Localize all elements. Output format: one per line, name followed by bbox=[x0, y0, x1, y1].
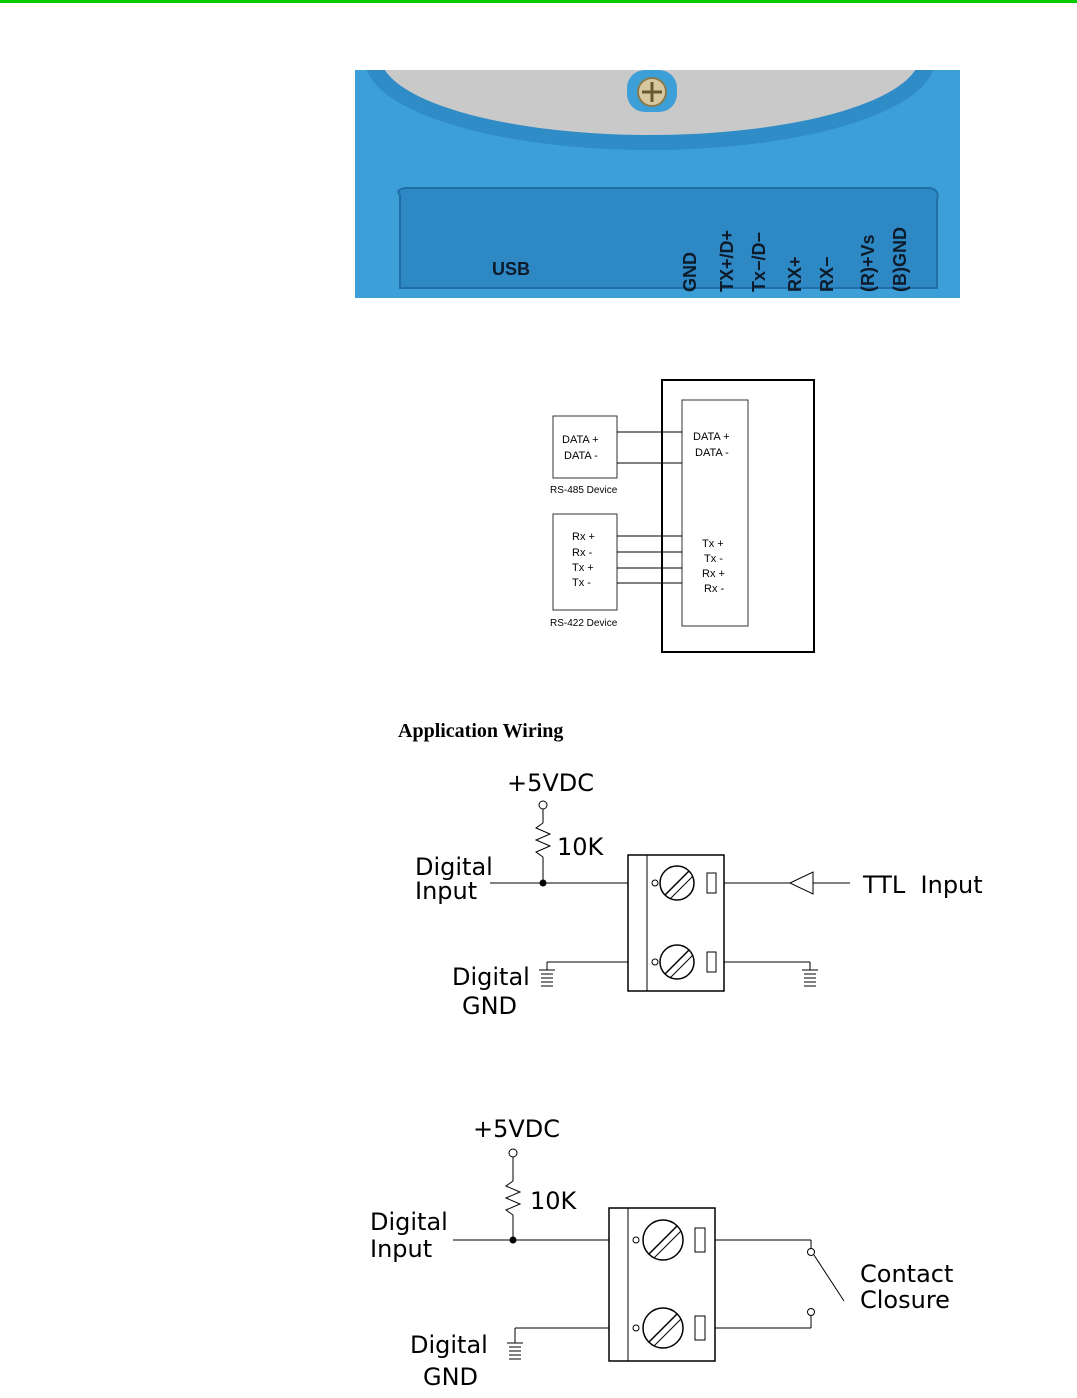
switch-contact-top bbox=[808, 1249, 815, 1256]
rs422-caption: RS-422 Device bbox=[550, 618, 618, 629]
pin-label: GND bbox=[680, 252, 700, 292]
rs422-label-rx-minus: Rx - bbox=[572, 547, 593, 559]
rs485-label-data-plus: DATA + bbox=[562, 434, 599, 446]
module-label-tx-plus: Tx + bbox=[702, 538, 724, 550]
contact-resistor-icon bbox=[506, 1181, 520, 1215]
ttl-resistor-label: 10K bbox=[557, 833, 605, 861]
ttl-resistor-icon bbox=[536, 823, 550, 857]
rs485-caption: RS-485 Device bbox=[550, 485, 618, 496]
ttl-terminal-block bbox=[628, 855, 724, 991]
ttl-input-wiring-diagram: +5VDC 10K Digital Input Digital GND bbox=[395, 765, 995, 1025]
rs422-label-tx-plus: Tx + bbox=[572, 562, 594, 574]
ttl-gnd-icon bbox=[539, 970, 555, 986]
pin-label: (B)GND bbox=[890, 227, 910, 292]
contact-input-label-line2: Input bbox=[370, 1235, 432, 1263]
rs422-label-tx-minus: Tx - bbox=[572, 577, 591, 589]
contact-supply-label: +5VDC bbox=[473, 1115, 560, 1143]
ttl-source-gnd-icon bbox=[802, 962, 818, 986]
contact-resistor-label: 10K bbox=[530, 1187, 578, 1215]
ttl-gnd-label-line2: GND bbox=[462, 992, 517, 1020]
contact-gnd-icon bbox=[507, 1343, 523, 1359]
module-label-data-plus: DATA + bbox=[693, 431, 730, 443]
pin-label: TX+/D+ bbox=[717, 230, 737, 292]
switch-contact-bottom bbox=[808, 1309, 815, 1316]
device-front-photo: USB GND TX+/D+ Tx−/D− RX+ RX− (R)+Vs (B)GND bbox=[355, 70, 960, 298]
rs422-label-rx-plus: Rx + bbox=[572, 531, 595, 543]
module-label-data-minus: DATA - bbox=[695, 447, 729, 459]
rs485-label-data-minus: DATA - bbox=[564, 450, 598, 462]
pin-label: Tx−/D− bbox=[749, 232, 769, 292]
ttl-supply-label: +5VDC bbox=[507, 769, 594, 797]
ttl-buffer-icon bbox=[790, 872, 813, 894]
header-rule bbox=[0, 0, 1077, 3]
contact-input-label-line1: Digital bbox=[370, 1208, 448, 1236]
section-heading: Application Wiring bbox=[398, 720, 563, 743]
contact-gnd-label-line2: GND bbox=[423, 1363, 478, 1391]
ttl-supply-terminal bbox=[539, 801, 547, 809]
module-label-rx-minus: Rx - bbox=[704, 583, 725, 595]
module-label-rx-plus: Rx + bbox=[702, 568, 725, 580]
pin-label: (R)+Vs bbox=[858, 234, 878, 292]
ttl-input-label-line2: Input bbox=[415, 877, 477, 905]
contact-closure-wiring-diagram: +5VDC 10K Digital Input Digital GND bbox=[360, 1115, 980, 1394]
module-label-tx-minus: Tx - bbox=[704, 553, 723, 565]
contact-gnd-label-line1: Digital bbox=[410, 1331, 488, 1359]
usb-port-label: USB bbox=[492, 259, 530, 279]
contact-supply-terminal bbox=[509, 1149, 517, 1157]
switch-lever-icon bbox=[814, 1255, 844, 1301]
connector-panel bbox=[398, 188, 937, 288]
ttl-source-label: TTL Input bbox=[862, 871, 983, 899]
contact-source-label-line2: Closure bbox=[860, 1286, 950, 1314]
ttl-gnd-label-line1: Digital bbox=[452, 963, 530, 991]
rs485-rs422-wiring-diagram: DATA + DATA - RS-485 Device Rx + Rx - Tx… bbox=[548, 370, 820, 660]
pin-label: RX+ bbox=[785, 256, 805, 292]
pin-label: RX− bbox=[817, 256, 837, 292]
contact-source-label-line1: Contact bbox=[860, 1260, 953, 1288]
